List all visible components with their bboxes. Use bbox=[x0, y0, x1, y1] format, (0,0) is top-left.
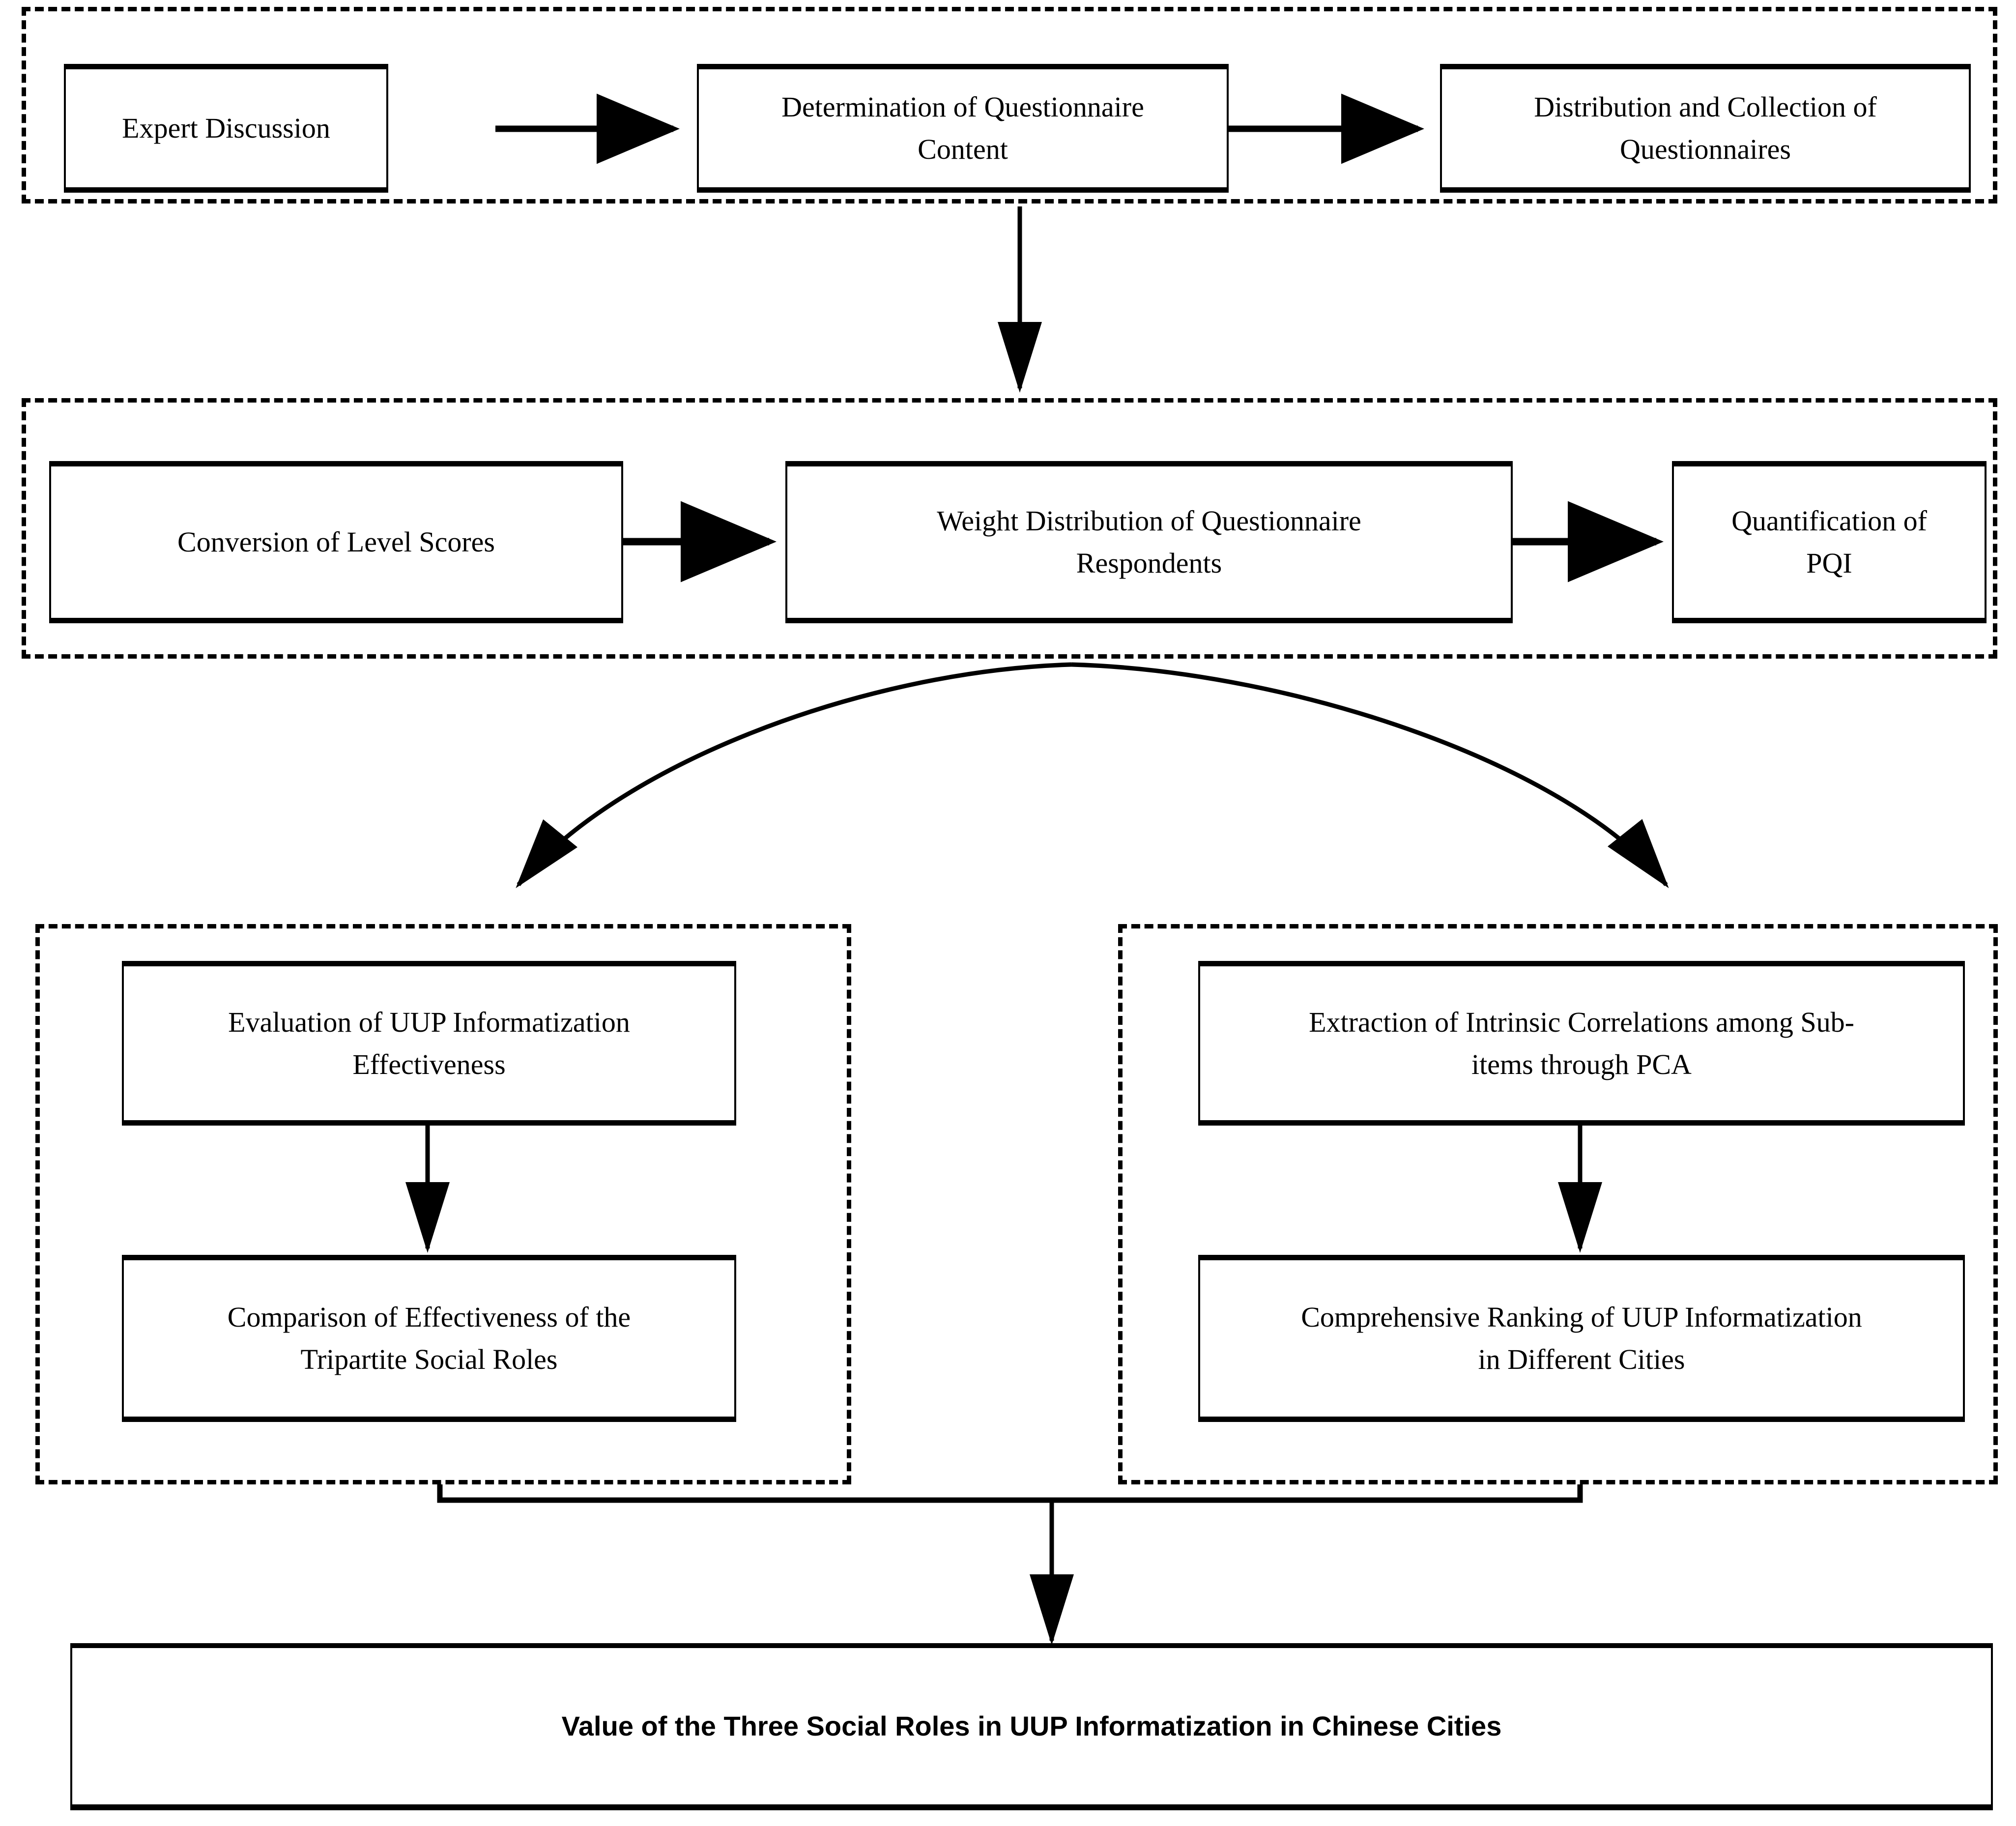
node-weight-distribution-label: Weight Distribution of Questionnaire Res… bbox=[937, 505, 1361, 579]
node-extraction-of-intrinsic-correlations[interactable]: Extraction of Intrinsic Correlations amo… bbox=[1198, 961, 1965, 1126]
group-questionnaire-design bbox=[22, 7, 1997, 203]
node-extraction-of-intrinsic-correlations-label: Extraction of Intrinsic Correlations amo… bbox=[1309, 1006, 1854, 1080]
node-distribution-and-collection[interactable]: Distribution and Collection of Questionn… bbox=[1440, 64, 1971, 193]
group-pca-ranking bbox=[1118, 924, 1998, 1484]
merge-line-right bbox=[1052, 1484, 1583, 1503]
node-final-outcome[interactable]: Value of the Three Social Roles in UUP I… bbox=[70, 1643, 1993, 1810]
node-determination-of-questionnaire-content-label: Determination of Questionnaire Content bbox=[781, 91, 1144, 165]
group-pqi-quantification bbox=[22, 398, 1997, 659]
node-conversion-of-level-scores[interactable]: Conversion of Level Scores bbox=[49, 461, 623, 623]
node-comprehensive-ranking-label: Comprehensive Ranking of UUP Informatiza… bbox=[1301, 1301, 1862, 1375]
node-conversion-of-level-scores-label: Conversion of Level Scores bbox=[177, 526, 495, 558]
node-weight-distribution[interactable]: Weight Distribution of Questionnaire Res… bbox=[785, 461, 1513, 623]
node-comparison-of-effectiveness[interactable]: Comparison of Effectiveness of the Tripa… bbox=[122, 1255, 736, 1422]
node-expert-discussion-label: Expert Discussion bbox=[122, 112, 330, 145]
node-distribution-and-collection-label: Distribution and Collection of Questionn… bbox=[1534, 91, 1877, 165]
node-final-outcome-label: Value of the Three Social Roles in UUP I… bbox=[561, 1710, 1502, 1741]
node-evaluation-of-uup-informatization-label: Evaluation of UUP Informatization Effect… bbox=[228, 1006, 630, 1080]
node-determination-of-questionnaire-content[interactable]: Determination of Questionnaire Content bbox=[697, 64, 1229, 193]
merge-line-left bbox=[437, 1484, 1052, 1503]
node-quantification-of-pqi-label: Quantification of PQI bbox=[1731, 505, 1927, 579]
node-evaluation-of-uup-informatization[interactable]: Evaluation of UUP Informatization Effect… bbox=[122, 961, 736, 1126]
node-quantification-of-pqi[interactable]: Quantification of PQI bbox=[1672, 461, 1987, 623]
node-comparison-of-effectiveness-label: Comparison of Effectiveness of the Tripa… bbox=[227, 1301, 631, 1375]
node-comprehensive-ranking[interactable]: Comprehensive Ranking of UUP Informatiza… bbox=[1198, 1255, 1965, 1422]
group-effectiveness-evaluation bbox=[35, 924, 851, 1484]
curved-arrow-to-right-branch bbox=[1071, 662, 1669, 889]
curved-arrow-to-left-branch bbox=[516, 662, 1072, 888]
node-expert-discussion[interactable]: Expert Discussion bbox=[64, 64, 388, 193]
